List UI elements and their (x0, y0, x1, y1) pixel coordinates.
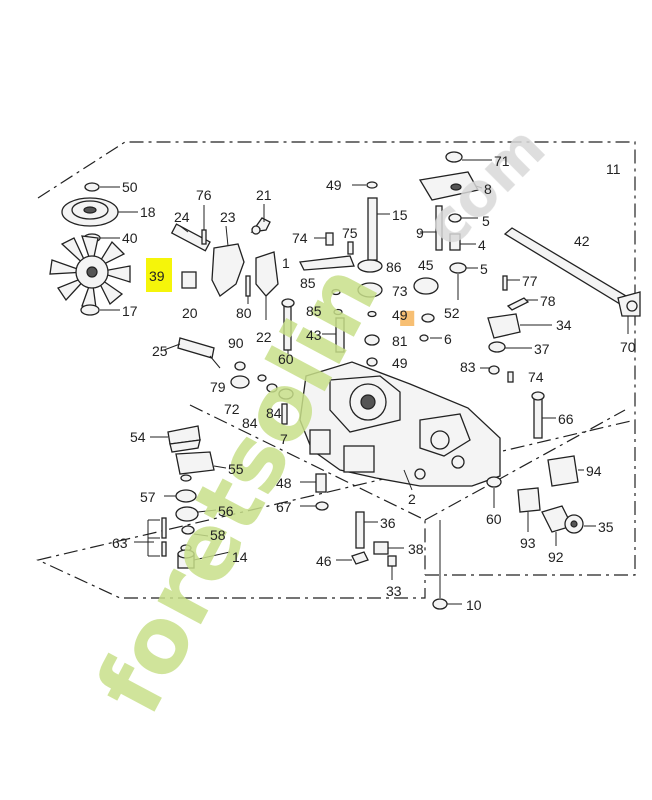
callout-94: 94 (586, 463, 602, 479)
callout-93: 93 (520, 535, 536, 551)
callout-90: 90 (228, 335, 244, 351)
center-shaft-group (299, 181, 442, 367)
callout-38: 38 (408, 541, 424, 557)
callout-81: 81 (392, 333, 408, 349)
callout-2: 2 (408, 491, 416, 507)
lower-left-stack (134, 425, 231, 569)
callout-72: 72 (224, 401, 240, 417)
callout-22: 22 (256, 329, 272, 345)
center-lower-group (300, 473, 462, 610)
callout-11: 11 (606, 161, 621, 177)
callout-49a: 49 (326, 177, 342, 193)
callout-48: 48 (276, 475, 292, 491)
callout-70: 70 (620, 339, 636, 355)
callout-66: 66 (558, 411, 574, 427)
callout-86: 86 (386, 259, 402, 275)
top-right-cover-group (418, 151, 492, 300)
callout-57: 57 (140, 489, 156, 505)
callout-25: 25 (152, 343, 168, 359)
callout-49b: 49 (392, 307, 408, 323)
callout-67: 67 (276, 499, 292, 515)
callout-84a: 84 (242, 415, 258, 431)
callout-46: 46 (316, 553, 332, 569)
callout-74b: 74 (528, 369, 544, 385)
callout-77: 77 (522, 273, 538, 289)
callout-33: 33 (386, 583, 402, 599)
callout-10: 10 (466, 597, 482, 613)
assembly-boundary (36, 141, 636, 599)
callout-55: 55 (228, 461, 244, 477)
callout-85b: 85 (306, 303, 322, 319)
callout-52: 52 (444, 305, 460, 321)
gear-shaft-group (163, 298, 295, 425)
cooling-fan (49, 235, 131, 316)
callout-40: 40 (122, 230, 138, 246)
callout-5b: 5 (480, 261, 488, 277)
callout-14: 14 (232, 549, 248, 565)
callout-23: 23 (220, 209, 236, 225)
callout-73: 73 (392, 283, 408, 299)
callout-5a: 5 (482, 213, 490, 229)
callout-85a: 85 (300, 275, 316, 291)
right-lower-group (486, 391, 596, 546)
callout-76: 76 (196, 187, 212, 203)
callout-49c: 49 (392, 355, 408, 371)
callout-45: 45 (418, 257, 434, 273)
callout-79: 79 (210, 379, 226, 395)
callout-71: 71 (494, 153, 510, 169)
callout-18: 18 (140, 204, 156, 220)
inner-boundary (189, 404, 626, 575)
callout-63: 63 (112, 535, 128, 551)
callout-20: 20 (182, 305, 198, 321)
callout-78: 78 (540, 293, 556, 309)
callout-17: 17 (122, 303, 138, 319)
shaft-lever-group (170, 204, 279, 320)
callout-60b: 60 (486, 511, 502, 527)
callout-42: 42 (574, 233, 590, 249)
callout-21: 21 (256, 187, 272, 203)
callout-74a: 74 (292, 230, 308, 246)
callout-92: 92 (548, 549, 564, 565)
callout-1: 1 (282, 255, 290, 271)
transmission-housing (299, 361, 501, 491)
pulley-group (61, 182, 138, 243)
highlight-box (146, 258, 172, 292)
callout-50: 50 (122, 179, 138, 195)
callout-43: 43 (306, 327, 322, 343)
callout-6: 6 (444, 331, 452, 347)
callout-83: 83 (460, 359, 476, 375)
callout-7: 7 (280, 431, 288, 447)
callout-80: 80 (236, 305, 252, 321)
axle-group (480, 227, 641, 383)
callout-60a: 60 (278, 351, 294, 367)
callout-4: 4 (478, 237, 486, 253)
callout-8: 8 (484, 181, 492, 197)
callout-75: 75 (342, 225, 358, 241)
callout-54: 54 (130, 429, 146, 445)
callout-36: 36 (380, 515, 396, 531)
watermark-text-dot: . (392, 252, 422, 345)
callout-56: 56 (218, 503, 234, 519)
callout-58: 58 (210, 527, 226, 543)
callout-34: 34 (556, 317, 572, 333)
callout-39: 39 (149, 268, 165, 284)
callout-35: 35 (598, 519, 614, 535)
callout-37: 37 (534, 341, 550, 357)
callout-15: 15 (392, 207, 408, 223)
callout-84b: 84 (266, 405, 282, 421)
callout-24: 24 (174, 209, 190, 225)
callout-9: 9 (416, 225, 424, 241)
